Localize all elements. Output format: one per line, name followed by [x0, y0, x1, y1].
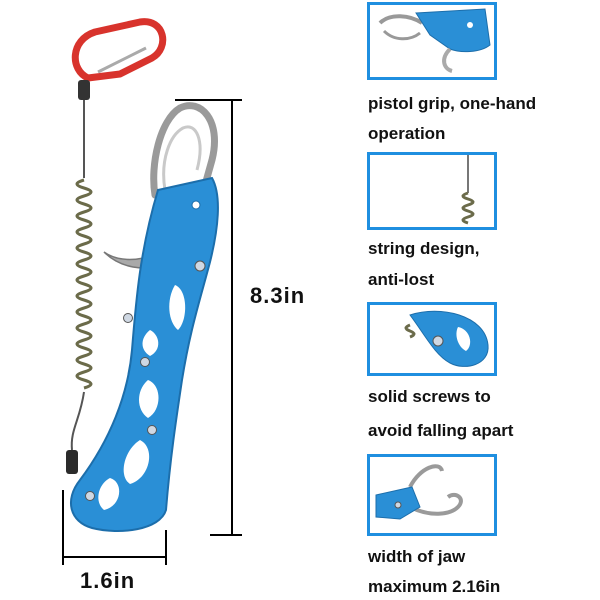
- product-illustration: [62, 18, 242, 565]
- feature-caption-3-line1: solid screws to: [368, 387, 491, 406]
- jaw-icon: [150, 102, 218, 199]
- feature-caption-3-line2: avoid falling apart: [368, 421, 514, 440]
- feature-caption-4-line2: maximum 2.16in: [368, 577, 501, 596]
- carabiner-icon: [71, 18, 167, 100]
- lanyard-icon: [66, 100, 93, 474]
- feature-caption-2-line1: string design,: [368, 239, 480, 258]
- feature-caption-1-line1: pistol grip, one-hand: [368, 94, 537, 113]
- width-label: 1.6in: [80, 568, 136, 593]
- height-dimension-line: [175, 99, 242, 536]
- feature-caption-2-line2: anti-lost: [368, 270, 435, 289]
- feature-image-screws: [367, 302, 497, 376]
- feature-caption-4-line1: width of jaw: [368, 547, 466, 566]
- feature-caption-1-line2: operation: [368, 124, 446, 143]
- width-dimension-line: [62, 490, 167, 565]
- grip-body-icon: [70, 176, 219, 532]
- feature-image-pistol-grip: [367, 2, 497, 80]
- feature-image-jaw: [367, 454, 497, 536]
- length-label: 8.3in: [250, 283, 306, 308]
- feature-image-string: [367, 152, 497, 230]
